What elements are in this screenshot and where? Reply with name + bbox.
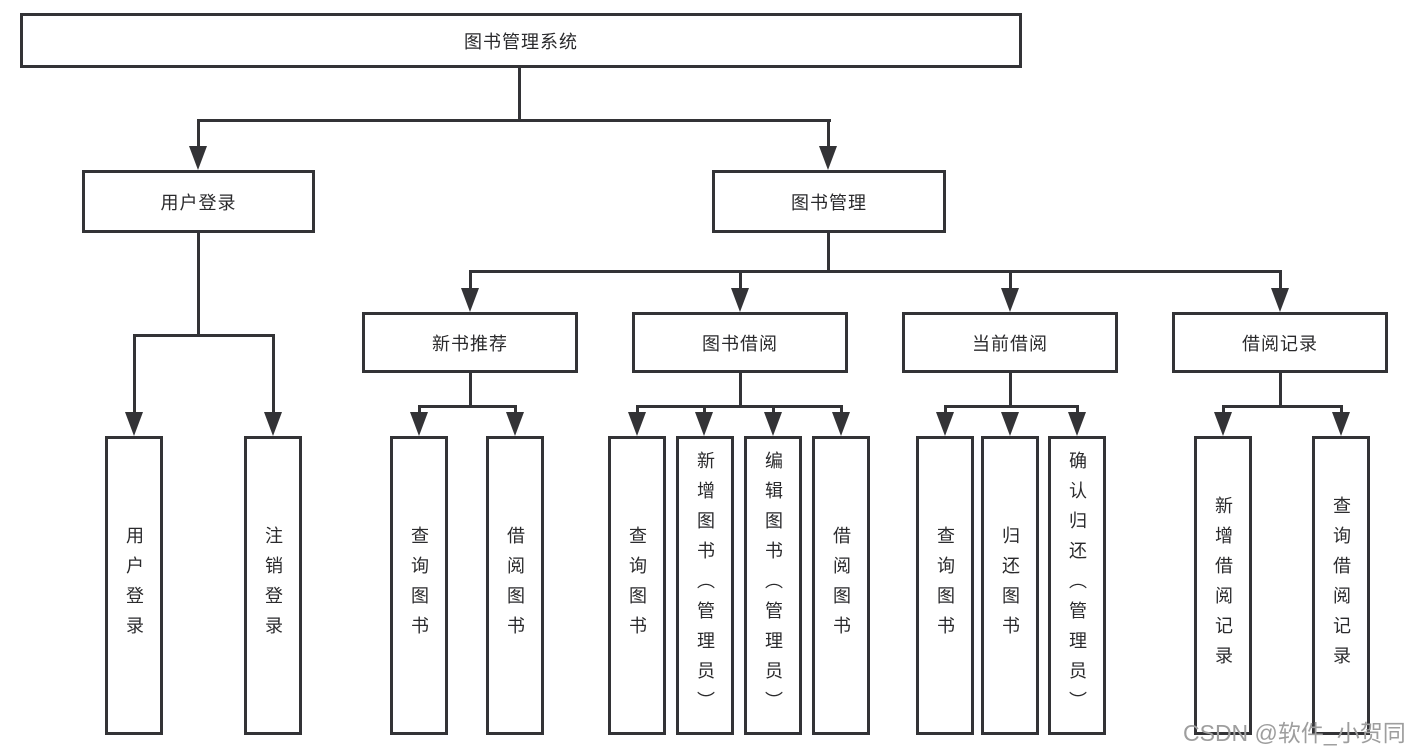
connector-vline [772, 405, 775, 414]
leaf-cb-query-books-label: 查询图书 [935, 525, 955, 646]
node-user-login: 用户登录 [82, 170, 315, 233]
connector-vline [739, 373, 742, 408]
leaf-nb-query-books-label: 查询图书 [409, 525, 429, 646]
node-root-label: 图书管理系统 [464, 31, 578, 52]
connector-vline [469, 373, 472, 408]
connector-arrowhead [628, 412, 646, 436]
leaf-br-add-record: 新增借阅记录 [1194, 436, 1252, 735]
node-current-borrow: 当前借阅 [902, 312, 1118, 373]
connector-vline [1279, 270, 1282, 290]
connector-vline [1009, 373, 1012, 408]
connector-arrowhead [764, 412, 782, 436]
connector-arrowhead [461, 288, 479, 312]
leaf-user-login: 用户登录 [105, 436, 163, 735]
leaf-cb-return-books: 归还图书 [981, 436, 1039, 735]
connector-hline [133, 334, 274, 337]
connector-arrowhead [410, 412, 428, 436]
connector-vline [944, 405, 947, 414]
connector-vline [827, 233, 830, 273]
connector-arrowhead [695, 412, 713, 436]
connector-arrowhead [832, 412, 850, 436]
connector-hline [418, 405, 517, 408]
connector-vline [636, 405, 639, 414]
connector-arrowhead [264, 412, 282, 436]
node-user-login-label: 用户登录 [160, 192, 237, 213]
leaf-nb-borrow-books-label: 借阅图书 [505, 525, 525, 646]
connector-vline [272, 334, 275, 414]
node-book-management: 图书管理 [712, 170, 946, 233]
leaf-br-query-record-label: 查询借阅记录 [1331, 495, 1351, 676]
connector-arrowhead [819, 146, 837, 170]
connector-vline [840, 405, 843, 414]
connector-vline [827, 119, 830, 148]
node-borrow-record-label: 借阅记录 [1242, 333, 1318, 354]
connector-arrowhead [1332, 412, 1350, 436]
connector-arrowhead [506, 412, 524, 436]
node-book-borrow: 图书借阅 [632, 312, 848, 373]
connector-vline [514, 405, 517, 414]
connector-arrowhead [125, 412, 143, 436]
leaf-bb-add-book-admin-label: 新增图书（管理员） [695, 450, 715, 721]
leaf-cb-confirm-return-admin: 确认归还（管理员） [1048, 436, 1106, 735]
leaf-logout: 注销登录 [244, 436, 302, 735]
connector-vline [1222, 405, 1225, 414]
leaf-nb-query-books: 查询图书 [390, 436, 448, 735]
leaf-cb-query-books: 查询图书 [916, 436, 974, 735]
connector-vline [1009, 270, 1012, 290]
leaf-bb-query-books: 查询图书 [608, 436, 666, 735]
connector-vline [1076, 405, 1079, 414]
leaf-br-query-record: 查询借阅记录 [1312, 436, 1370, 735]
leaf-bb-borrow-books-label: 借阅图书 [831, 525, 851, 646]
leaf-cb-return-books-label: 归还图书 [1000, 525, 1020, 646]
connector-vline [197, 233, 200, 337]
connector-arrowhead [189, 146, 207, 170]
leaf-bb-borrow-books: 借阅图书 [812, 436, 870, 735]
connector-vline [133, 334, 136, 414]
connector-arrowhead [1068, 412, 1086, 436]
connector-arrowhead [1271, 288, 1289, 312]
connector-arrowhead [1214, 412, 1232, 436]
connector-hline [944, 405, 1079, 408]
connector-vline [739, 270, 742, 290]
leaf-bb-edit-book-admin: 编辑图书（管理员） [744, 436, 802, 735]
node-borrow-record: 借阅记录 [1172, 312, 1388, 373]
leaf-logout-label: 注销登录 [263, 525, 283, 646]
leaf-bb-query-books-label: 查询图书 [627, 525, 647, 646]
connector-hline [469, 270, 1282, 273]
connector-arrowhead [731, 288, 749, 312]
connector-vline [469, 270, 472, 290]
leaf-bb-add-book-admin: 新增图书（管理员） [676, 436, 734, 735]
leaf-cb-confirm-return-admin-label: 确认归还（管理员） [1067, 450, 1087, 721]
csdn-watermark: CSDN @软件_小贺同学 [1183, 720, 1405, 746]
node-root: 图书管理系统 [20, 13, 1022, 68]
connector-hline [1222, 405, 1343, 408]
leaf-user-login-label: 用户登录 [124, 525, 144, 646]
connector-arrowhead [936, 412, 954, 436]
leaf-bb-edit-book-admin-label: 编辑图书（管理员） [763, 450, 783, 721]
node-new-book-recommend-label: 新书推荐 [432, 333, 508, 354]
connector-hline [636, 405, 843, 408]
leaf-br-add-record-label: 新增借阅记录 [1213, 495, 1233, 676]
connector-arrowhead [1001, 288, 1019, 312]
connector-vline [703, 405, 706, 414]
connector-vline [418, 405, 421, 414]
connector-vline [197, 119, 200, 148]
node-current-borrow-label: 当前借阅 [972, 333, 1048, 354]
node-new-book-recommend: 新书推荐 [362, 312, 578, 373]
node-book-management-label: 图书管理 [791, 192, 867, 213]
connector-vline [518, 68, 521, 121]
connector-hline [197, 119, 831, 122]
connector-arrowhead [1001, 412, 1019, 436]
leaf-nb-borrow-books: 借阅图书 [486, 436, 544, 735]
connector-vline [1279, 373, 1282, 408]
node-book-borrow-label: 图书借阅 [702, 333, 778, 354]
connector-vline [1340, 405, 1343, 414]
